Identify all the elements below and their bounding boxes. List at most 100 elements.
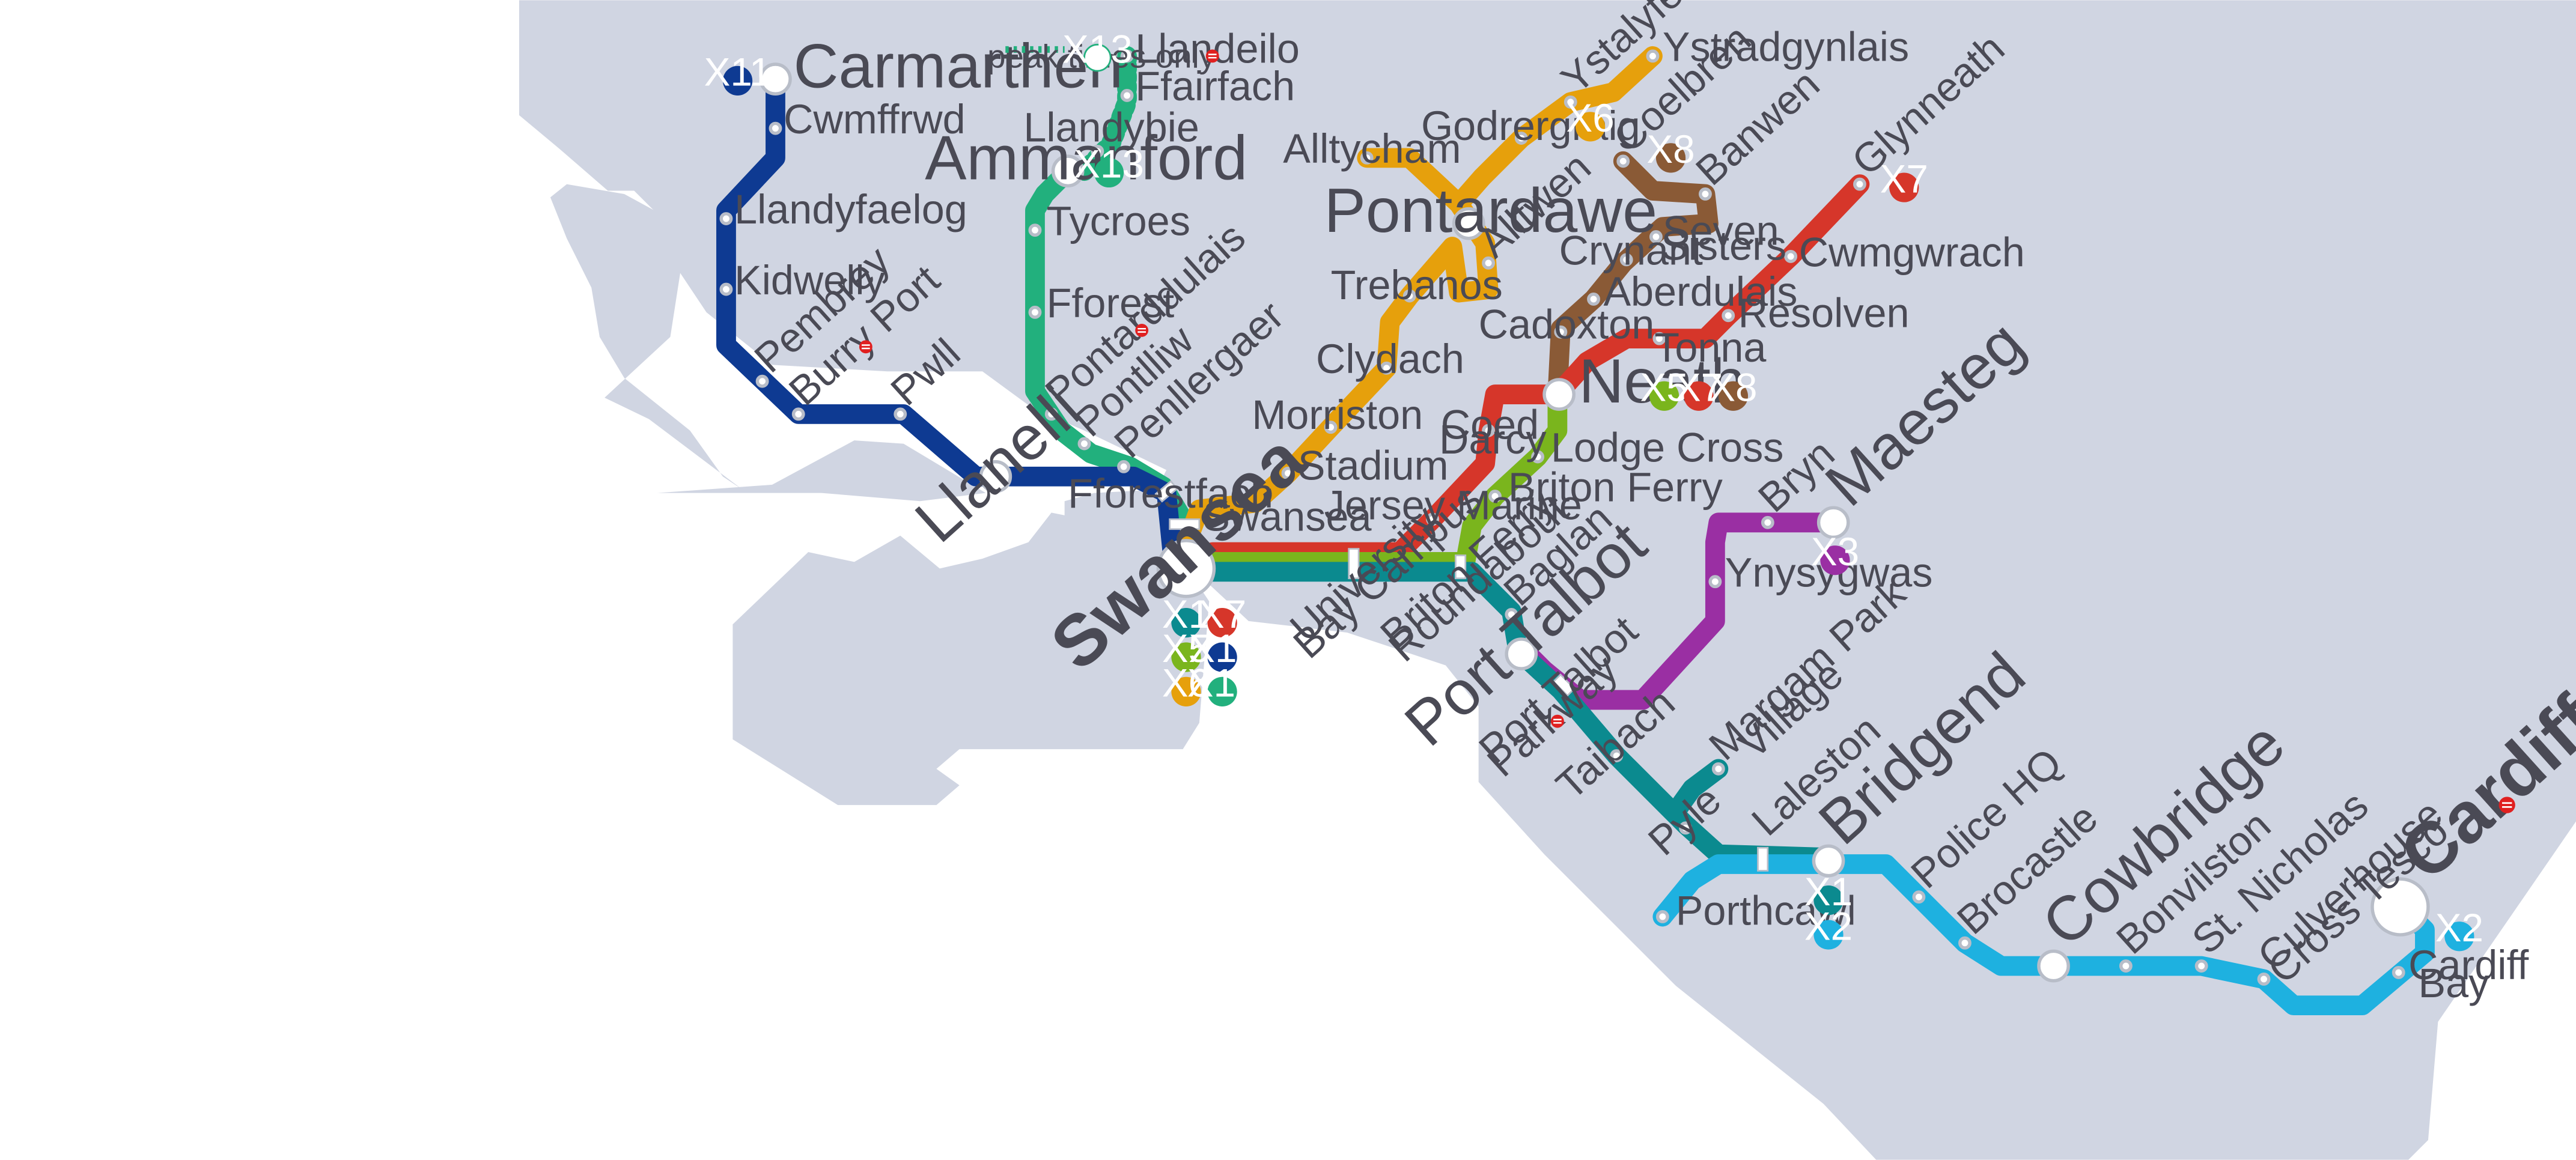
- stop-label-llandybie: Llandybie: [1023, 105, 1199, 151]
- stop-dot: [1652, 332, 1666, 345]
- land-gower-north: [657, 440, 986, 502]
- stop-dot: [1708, 575, 1722, 589]
- hub-label-pontardawe: Pontardawe: [1324, 176, 1657, 246]
- badge-text: X7: [1198, 592, 1246, 636]
- hub-ammanford: [1051, 154, 1085, 188]
- stop-dot: [894, 407, 907, 421]
- stop-label-trebanos: Trebanos: [1331, 263, 1503, 308]
- stop-dots: [719, 49, 2405, 986]
- badge-text: X7: [1880, 157, 1928, 201]
- stop-label-briton-ferry: Briton Ferry: [1508, 464, 1723, 510]
- badge-x5-neath: [1649, 381, 1679, 411]
- stop-label-ffairfach: Ffairfach: [1135, 64, 1295, 109]
- badge-x1-bridgend: [1813, 885, 1844, 916]
- stop-label-cwmgwrach: Cwmgwrach: [1799, 229, 2025, 275]
- rail-station-icon: [1205, 49, 1219, 63]
- interchange-ptp: [1552, 673, 1576, 697]
- stop-dot: [1784, 249, 1798, 263]
- badge-text: X6: [1162, 661, 1210, 705]
- badge-text-x13-peak: X13: [1062, 27, 1133, 71]
- badge-text: X11: [704, 50, 772, 94]
- stop-dot: [1564, 95, 1577, 109]
- stop-label-cwmffrwd: Cwmffrwd: [784, 97, 966, 142]
- badge-x11-swansea: [1207, 642, 1237, 672]
- stop-label-coed: Coed: [1441, 402, 1539, 448]
- stop-label-llandyfaelog: Llandyfaelog: [734, 187, 967, 232]
- land-peninsula: [550, 184, 743, 490]
- badge-x8-neath: [1718, 381, 1749, 411]
- badge-text: X8: [1709, 365, 1757, 409]
- stop-dot: [719, 282, 733, 296]
- stop-dot: [1514, 132, 1528, 145]
- stop-label-tonna: Tonna: [1654, 325, 1767, 371]
- interchange-university: [1348, 548, 1360, 580]
- badge-x1-swansea: [1171, 607, 1201, 638]
- badge-x13-ammanford: [1094, 157, 1124, 188]
- interchange-fforestfach: [1154, 480, 1178, 503]
- hub-label-ammanford: Ammanford: [925, 123, 1247, 193]
- badge-text: X1: [1804, 870, 1853, 914]
- stop-dot: [2257, 972, 2271, 986]
- interchange-bars: [1154, 480, 1769, 872]
- stop-dot: [769, 121, 782, 135]
- badge-text: X11: [1189, 627, 1256, 670]
- hub-swansea: [1156, 539, 1216, 598]
- stop-label-fforestfach: Fforestfach: [1068, 471, 1273, 517]
- stop-dot: [1324, 421, 1338, 434]
- stop-dot: [1711, 762, 1725, 776]
- rail-icons: [859, 49, 2515, 813]
- stop-label-crynant: Crynant: [1559, 228, 1703, 274]
- badge-text: X1: [1162, 592, 1210, 636]
- stop-dot: [1554, 325, 1568, 339]
- hub-cowbridge: [2037, 949, 2070, 983]
- route-x6-line: [1180, 46, 1663, 546]
- badge-text: X5: [1640, 365, 1688, 409]
- stop-dot: [1679, 821, 1693, 835]
- stop-label-swansea: Swansea: [1202, 494, 1372, 539]
- stop-dot: [1482, 256, 1495, 270]
- hub-circles: [759, 62, 2430, 983]
- badge-text: X13: [1074, 142, 1144, 186]
- interchange-laleston: [1757, 846, 1769, 872]
- stop-dot: [2392, 966, 2405, 979]
- stop-dot: [1028, 223, 1042, 237]
- stop-dot: [1281, 466, 1295, 480]
- badge-text: X5: [1162, 627, 1210, 670]
- badge-text: X6: [1566, 96, 1614, 140]
- stop-label-aberdulais: Aberdulais: [1603, 269, 1797, 315]
- badge-x6: [1575, 112, 1606, 142]
- stop-dot: [1912, 890, 1926, 904]
- badge-x13-ammanford-peak: [1083, 43, 1112, 72]
- badge-x5-swansea: [1171, 642, 1201, 672]
- stop-dot: [791, 407, 805, 421]
- stop-dot: [1482, 424, 1495, 437]
- stop-dot: [1587, 293, 1600, 306]
- stop-label-darcy: Darcy: [1439, 417, 1547, 463]
- badge-x3-maesteg: [1820, 545, 1850, 575]
- stop-label-clydach: Clydach: [1316, 336, 1464, 382]
- badge-x2-cardiff: [2444, 922, 2474, 952]
- stop-dot: [1649, 230, 1663, 244]
- rail-station-icon: [859, 340, 872, 354]
- rail-station-icon: [1550, 714, 1564, 728]
- stop-dot: [1655, 910, 1669, 923]
- stop-label-fforest: Fforest: [1047, 281, 1175, 326]
- stop-dot: [1699, 187, 1712, 201]
- stop-dot: [1505, 607, 1518, 621]
- stop-dot: [1077, 437, 1091, 451]
- stop-dot: [1028, 305, 1042, 319]
- stop-dot: [1380, 361, 1393, 375]
- stop-label-cadoxton: Cadoxton: [1479, 302, 1655, 348]
- peak-legend: peak times only X13: [987, 27, 1216, 74]
- stop-label-morriston: Morriston: [1252, 392, 1423, 438]
- badge-x11-carmarthen: [722, 65, 753, 96]
- stop-label-kidwelly: Kidwelly: [734, 258, 886, 303]
- stop-dot: [1619, 253, 1633, 267]
- stop-dot: [1646, 49, 1660, 63]
- badge-x7-glynneath: [1889, 172, 1919, 202]
- hub-neath: [1542, 378, 1576, 411]
- hub-port-talbot: [1505, 637, 1538, 670]
- badge-text: X8: [1646, 127, 1694, 171]
- hub-llanelli: [979, 460, 1012, 493]
- hub-label-carmarthen: Carmarthen: [794, 31, 1123, 101]
